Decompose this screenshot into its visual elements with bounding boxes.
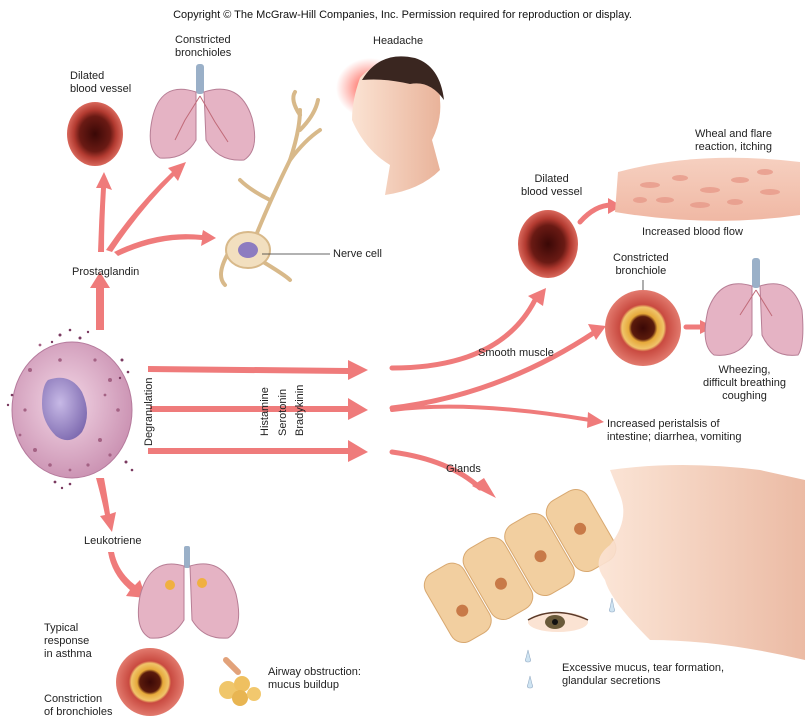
label-wheezing: Wheezing, difficult breathing coughing xyxy=(703,364,786,403)
mucus-buildup xyxy=(219,660,261,706)
label-dilated-vessel-right: Dilated blood vessel xyxy=(521,173,582,199)
arrow-cell-to-prostaglandin xyxy=(90,272,110,330)
arrow-histamine-bottom xyxy=(148,440,368,462)
headache-face xyxy=(336,56,444,195)
lungs-right xyxy=(705,258,803,355)
constricted-bronchiole-bottom xyxy=(116,648,184,716)
label-smooth-muscle: Smooth muscle xyxy=(478,347,554,360)
arrow-to-nerve-cell xyxy=(114,230,216,256)
dilated-vessel-left xyxy=(67,102,123,166)
label-peristalsis: Increased peristalsis of intestine; diar… xyxy=(607,418,742,444)
gland-cells xyxy=(418,484,621,647)
label-airway-obstruction: Airway obstruction: mucus buildup xyxy=(268,666,361,692)
label-nerve-cell: Nerve cell xyxy=(333,248,382,261)
label-constricted-bronchiole: Constricted bronchiole xyxy=(613,252,669,278)
label-leukotriene: Leukotriene xyxy=(84,535,142,548)
wheal-skin xyxy=(615,158,800,221)
arrow-vessel-to-wheal xyxy=(580,205,612,222)
label-serotonin: Serotonin xyxy=(277,389,289,436)
label-prostaglandin: Prostaglandin xyxy=(72,266,139,279)
label-typical-response: Typical response in asthma xyxy=(44,622,92,661)
lungs-top xyxy=(150,64,254,160)
label-wheal-flare: Wheal and flare reaction, itching xyxy=(695,128,772,154)
label-glands: Glands xyxy=(446,463,481,476)
dilated-vessel-right xyxy=(518,210,578,278)
label-histamine: Histamine xyxy=(259,387,271,436)
arrows xyxy=(90,162,368,598)
label-degranulation: Degranulation xyxy=(143,378,155,447)
label-bradykinin: Bradykinin xyxy=(294,385,306,436)
label-constricted-bronchioles: Constricted bronchioles xyxy=(175,34,231,60)
copyright-notice: Copyright © The McGraw-Hill Companies, I… xyxy=(0,9,805,21)
arrow-to-lungs-bottom xyxy=(108,552,146,598)
arrow-to-dilated-vessel-left xyxy=(96,172,112,252)
arrow-histamine-top xyxy=(148,360,368,380)
label-constriction-bronchioles: Constriction of bronchioles xyxy=(44,693,113,719)
label-excessive-mucus: Excessive mucus, tear formation, glandul… xyxy=(562,662,724,688)
arrowhead-peristalsis xyxy=(587,412,604,428)
mast-cell xyxy=(7,329,134,489)
arrow-cell-to-leukotriene xyxy=(96,478,116,532)
constricted-bronchiole-right xyxy=(605,280,681,366)
label-increased-blood-flow: Increased blood flow xyxy=(642,226,743,239)
arrow-to-peristalsis xyxy=(392,407,590,420)
label-dilated-vessel-left: Dilated blood vessel xyxy=(70,70,131,96)
lungs-bottom xyxy=(138,546,238,638)
label-headache: Headache xyxy=(373,35,423,48)
